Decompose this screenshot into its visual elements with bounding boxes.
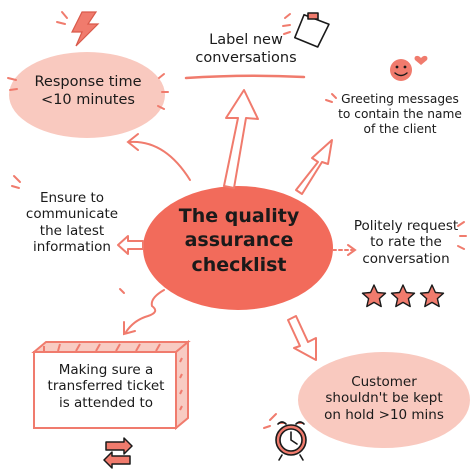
node-line: conversation — [362, 250, 450, 267]
transferred-ticket-label: Making sure a transferred ticket is atte… — [38, 362, 174, 411]
lightning-icon — [56, 11, 100, 47]
three-stars-icon — [361, 284, 445, 308]
node-line: Label new — [209, 32, 283, 48]
center-title-line: The quality — [178, 205, 300, 227]
node-line: <10 minutes — [41, 91, 135, 108]
response-time-label: Response time <10 minutes — [18, 74, 158, 109]
center-bubble — [143, 186, 333, 310]
node-line: to rate the — [370, 234, 442, 251]
arrow-to-label-new — [223, 89, 259, 189]
node-line: Ensure to — [39, 190, 105, 206]
transfer-arrows-icon — [103, 437, 133, 469]
node-line: Politely request — [353, 218, 459, 234]
node-line: Response time — [34, 74, 142, 90]
rate-conversation-label: Politely request to rate the conversatio… — [344, 218, 468, 267]
arrow-to-response-time — [126, 133, 191, 181]
center-title-line: checklist — [191, 253, 287, 276]
arrow-to-rate — [332, 244, 357, 256]
smiley-face-icon — [390, 59, 412, 81]
node-line: Customer — [351, 374, 417, 390]
node-line: information — [33, 239, 111, 256]
arrow-to-transferred — [123, 289, 165, 336]
node-line: of the client — [363, 121, 437, 136]
alarm-clock-icon — [275, 421, 307, 461]
node-line: to contain the name — [338, 106, 462, 121]
node-line: on hold >10 mins — [324, 406, 444, 423]
center-title-line: assurance — [184, 229, 294, 252]
center-title: The quality assurance checklist — [150, 204, 328, 277]
hold-bubble — [298, 352, 470, 448]
ensure-communicate-label: Ensure to communicate the latest informa… — [16, 190, 128, 256]
node-line: communicate — [25, 206, 119, 223]
node-line: Greeting messages — [341, 92, 459, 106]
greeting-messages-label: Greeting messages to contain the name of… — [334, 92, 466, 137]
heart-icon — [414, 55, 428, 65]
node-line: transferred ticket — [47, 378, 165, 395]
arrow-to-ensure — [117, 235, 144, 255]
node-line: is attended to — [58, 394, 154, 411]
customer-hold-label: Customer shouldn't be kept on hold >10 m… — [310, 374, 458, 423]
sparkle-decorations — [7, 73, 467, 429]
response-time-bubble — [9, 52, 165, 138]
arrow-to-greeting — [295, 139, 333, 195]
transferred-box — [31, 339, 191, 431]
label-new-underline — [184, 74, 306, 80]
node-line: shouldn't be kept — [325, 390, 443, 407]
node-line: the latest — [39, 222, 105, 239]
node-line: conversations — [195, 49, 297, 66]
label-new-conversations-label: Label new conversations — [186, 32, 306, 67]
arrow-to-hold — [287, 315, 317, 361]
node-line: Making sure a — [58, 362, 154, 378]
clipboard-icon — [282, 12, 330, 48]
